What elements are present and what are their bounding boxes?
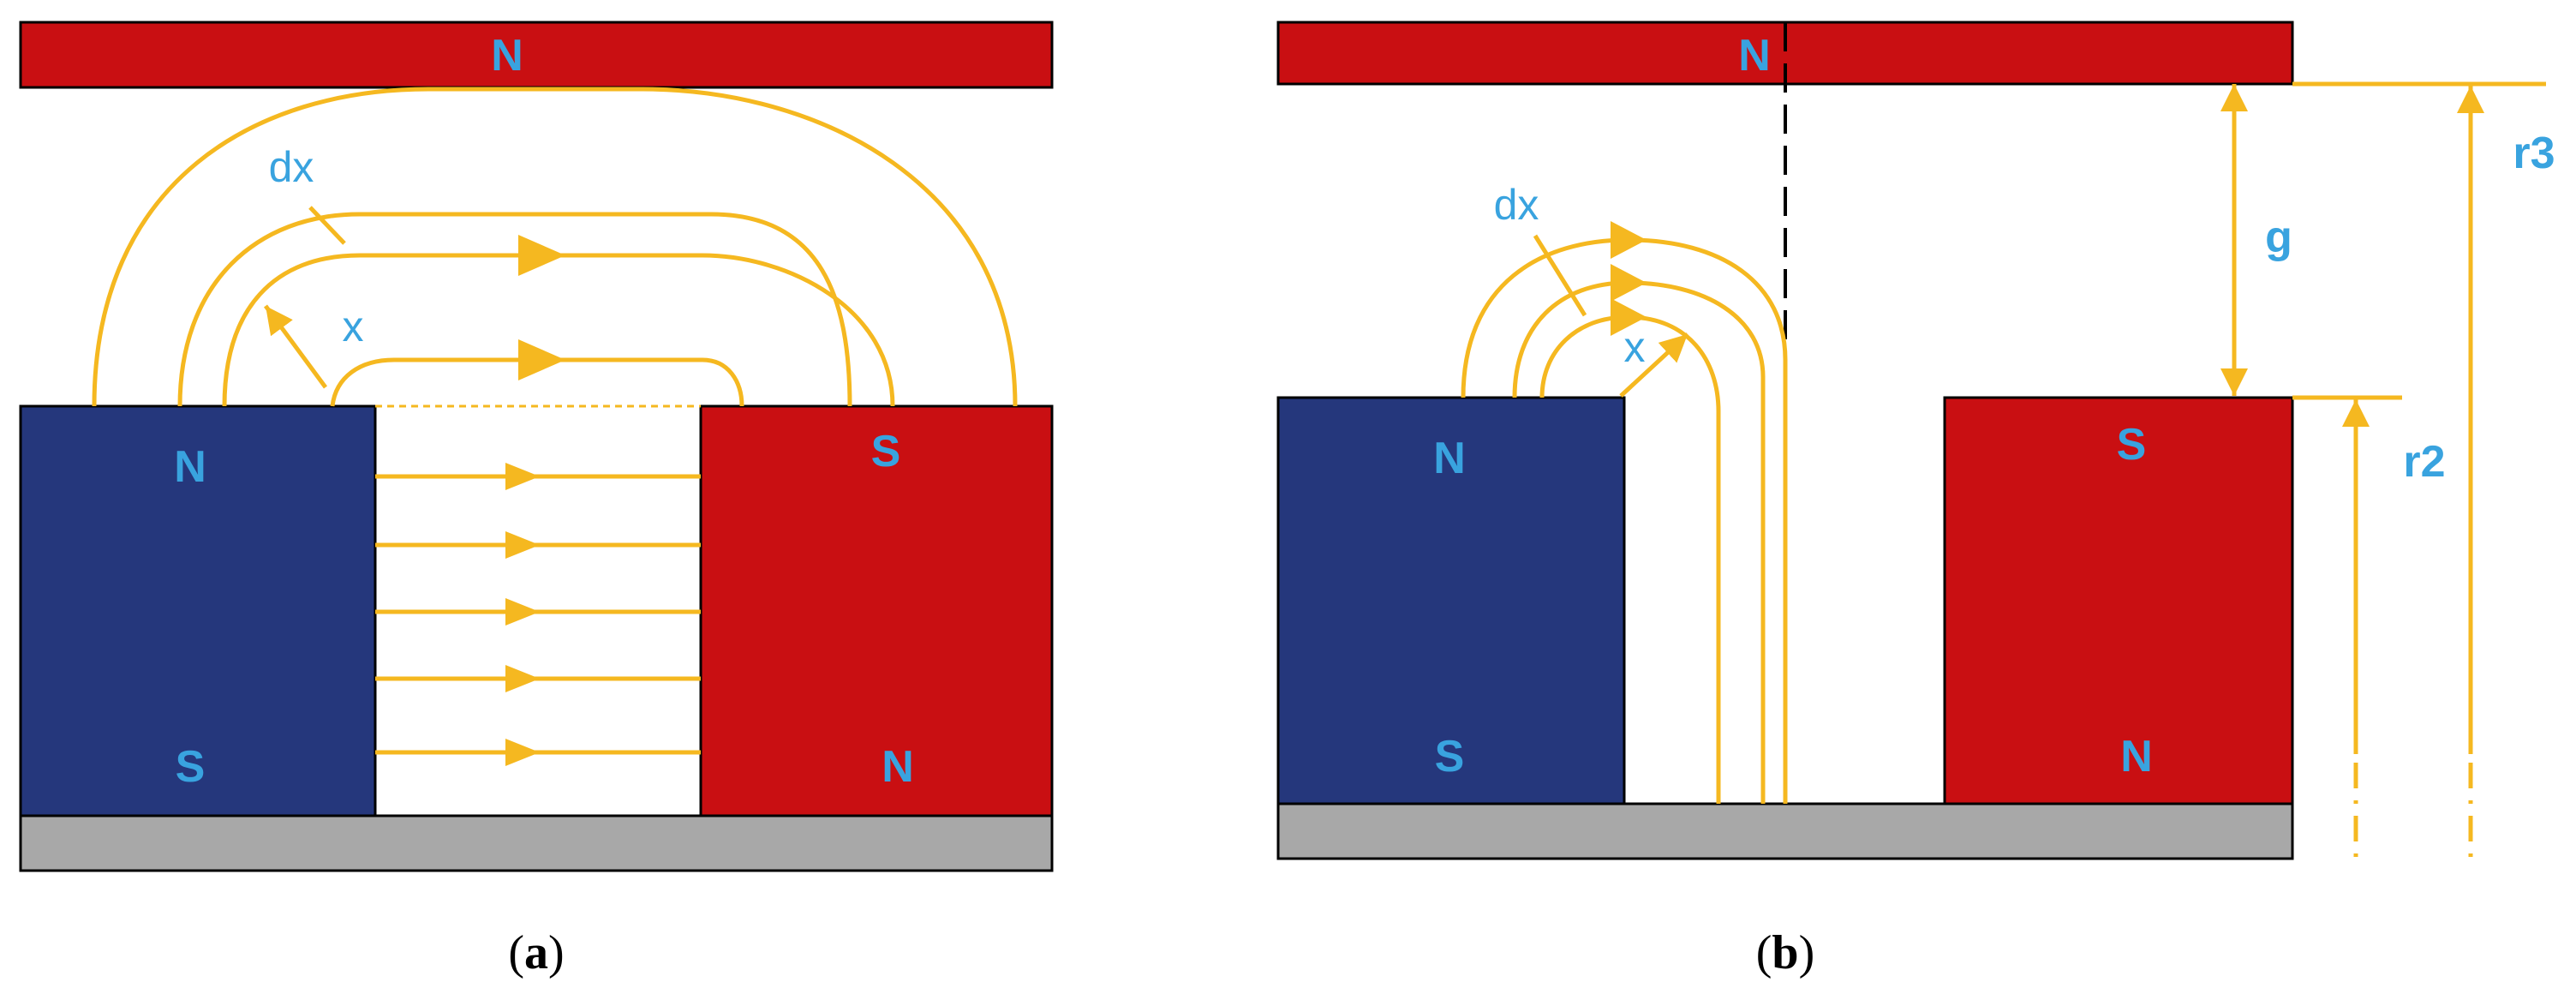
flux-arrowhead-inner-a [518, 339, 565, 380]
flux-arrowheads-a [505, 235, 565, 766]
base-plate-a [19, 814, 1054, 872]
right-magnet-b [1943, 396, 2294, 805]
x-label-b: x [1624, 323, 1646, 371]
left-magnet-top-pole-label-b: N [1433, 434, 1466, 483]
right-magnet-top-pole-label-a: S [871, 427, 901, 476]
dx-label-b: dx [1494, 181, 1539, 229]
flux-arrowheads-b [1611, 221, 1647, 336]
flux-arrowhead-upper-a [518, 235, 565, 276]
left-magnet-top-pole-label-a: N [174, 442, 206, 492]
gap-arrowhead-a-4 [505, 665, 540, 692]
dx-leader-b [1533, 234, 1587, 317]
gap-arrowhead-a-5 [505, 739, 540, 766]
dx-leader-a [308, 206, 346, 245]
flux-arrowhead-outer-b [1611, 221, 1647, 259]
flux-arc-inner-a [330, 357, 744, 407]
x-arrow-a [263, 304, 328, 389]
left-magnet-b [1276, 396, 1626, 805]
caption-b: (b) [1756, 926, 1814, 979]
right-magnet-bottom-pole-label-a: N [882, 742, 914, 792]
caption-b-letter: b [1772, 926, 1798, 979]
left-magnet-a [19, 404, 377, 817]
flux-arrowhead-middle-b [1611, 264, 1647, 302]
panel-a: N N S S N dx x (a) [19, 21, 1054, 979]
gap-arrowhead-a-2 [505, 531, 540, 559]
gap-arrowhead-a-1 [505, 463, 540, 490]
r2-label: r2 [2403, 437, 2445, 487]
right-magnet-bottom-pole-label-b: N [2120, 732, 2153, 781]
top-magnet-pole-label-a: N [491, 31, 523, 81]
flux-arc-third-a [222, 253, 895, 407]
left-magnet-bottom-pole-label-b: S [1435, 732, 1465, 781]
caption-a-letter: a [524, 926, 548, 979]
top-magnet-a [19, 21, 1054, 89]
flux-arrowhead-inner-b [1611, 298, 1647, 336]
right-magnet-top-pole-label-b: S [2117, 420, 2147, 470]
x-label-a: x [343, 302, 364, 350]
top-magnet-pole-label-b: N [1738, 31, 1771, 81]
right-magnet-a [699, 404, 1054, 817]
base-plate-b [1276, 802, 2294, 860]
flux-arc-second-a [177, 212, 852, 407]
gap-arrowhead-a-3 [505, 598, 540, 626]
dx-label-a: dx [269, 143, 314, 191]
r3-label: r3 [2513, 129, 2555, 178]
flux-arc-outer-a [92, 87, 1018, 407]
caption-a: (a) [508, 926, 564, 979]
left-magnet-bottom-pole-label-a: S [176, 742, 206, 792]
panel-b: N N S S N g r2 r3 dx x (b) [1276, 21, 2555, 979]
g-label: g [2265, 213, 2292, 262]
x-arrow-b [1619, 332, 1689, 398]
